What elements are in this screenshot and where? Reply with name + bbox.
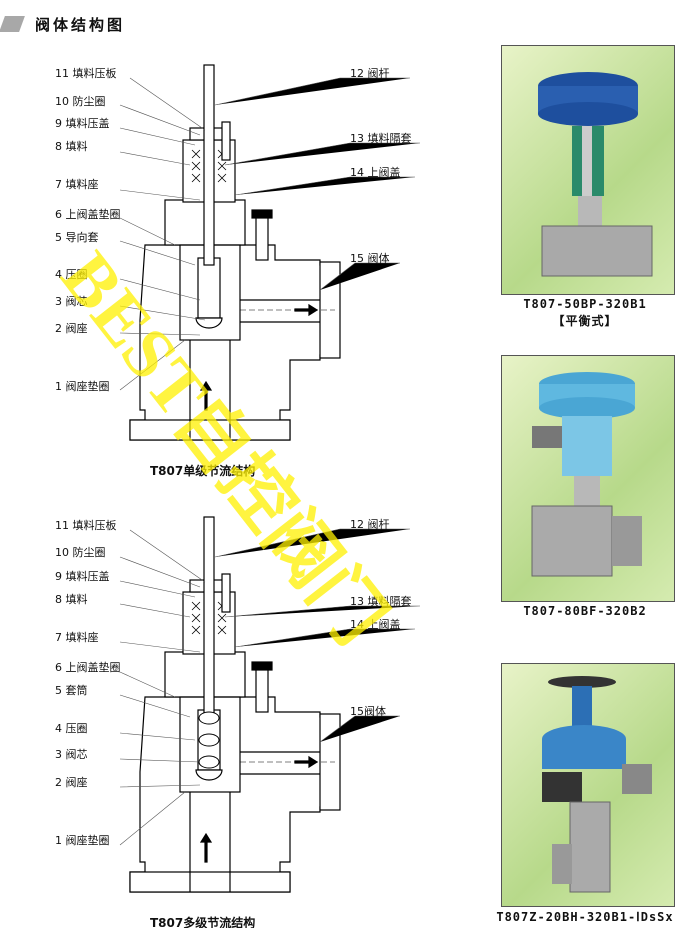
product-1-note: 【平衡式】: [552, 314, 618, 328]
page-title: 阀体结构图: [35, 16, 126, 34]
label-guide-sleeve: 5 导向套: [55, 231, 99, 244]
label-packing-gland: 9 填料压盖: [55, 570, 110, 583]
label-body: 15 阀体: [350, 252, 390, 265]
label-valve-seat: 2 阀座: [55, 322, 88, 335]
label-seat-gasket: 1 阀座垫圈: [55, 834, 110, 847]
valve-photo-illustration: [531, 372, 642, 577]
label-stem: 12 阀杆: [350, 67, 390, 80]
label-stem: 12 阀杆: [350, 518, 390, 531]
cage-rings: [198, 711, 220, 769]
label-bonnet: 14 上阀盖: [350, 166, 401, 179]
label-bonnet-gasket: 6 上阀盖垫圈: [55, 661, 121, 674]
label-press-ring: 4 压圈: [55, 722, 88, 735]
label-cage: 5 套筒: [55, 684, 88, 697]
product-2-model: T807-80BF-320B2: [523, 604, 647, 618]
diagram1-caption: T807单级节流结构: [150, 464, 256, 478]
label-packing-spacer: 13 填料隔套: [350, 132, 412, 145]
label-valve-plug: 3 阀芯: [55, 295, 88, 308]
label-dust-ring: 10 防尘圈: [55, 546, 106, 559]
label-packing-seat: 7 填料座: [55, 631, 99, 644]
label-packing-gland: 9 填料压盖: [55, 117, 110, 130]
leader-lines: [119, 77, 420, 846]
label-seat-gasket: 1 阀座垫圈: [55, 380, 110, 393]
label-bonnet: 14 上阀盖: [350, 618, 401, 631]
label-packing: 8 填料: [55, 593, 88, 606]
label-valve-seat: 2 阀座: [55, 776, 88, 789]
valve-photo-illustration: [538, 72, 653, 277]
product-photo-3: [501, 663, 675, 907]
product-photo-1: [501, 45, 675, 295]
label-bonnet-gasket: 6 上阀盖垫圈: [55, 208, 121, 221]
label-packing-spacer: 13 填料隔套: [350, 595, 412, 608]
label-packing-seat: 7 填料座: [55, 178, 99, 191]
label-packing-plate: 11 填料压板: [55, 519, 117, 532]
diagram2-caption: T807多级节流结构: [150, 916, 256, 928]
label-packing: 8 填料: [55, 140, 88, 153]
label-valve-plug: 3 阀芯: [55, 748, 88, 761]
label-body: 15阀体: [350, 705, 386, 718]
product-1-model: T807-50BP-320B1: [523, 297, 647, 311]
valve-photo-illustration: [542, 676, 652, 893]
label-packing-plate: 11 填料压板: [55, 67, 117, 80]
label-press-ring: 4 压圈: [55, 268, 88, 281]
product-3-model: T807Z-20BH-320B1-ⅠDsSx: [496, 910, 674, 924]
label-dust-ring: 10 防尘圈: [55, 95, 106, 108]
product-photo-2: [501, 355, 675, 602]
